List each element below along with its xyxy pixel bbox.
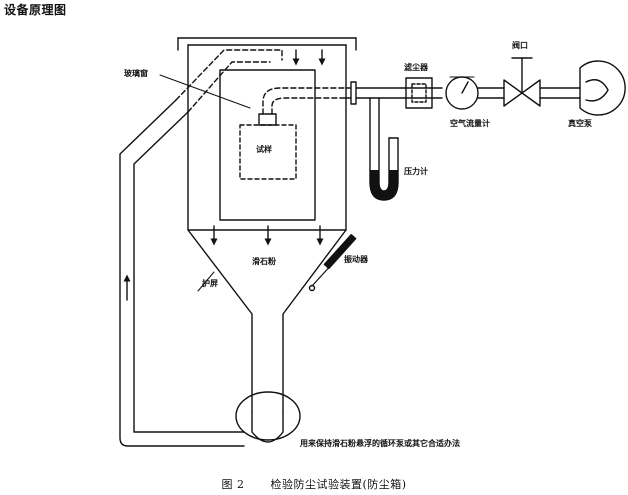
dust-filter [405,77,433,109]
inner-return-duct [175,49,283,113]
label-valve: 阀口 [512,41,528,50]
glass-window [219,69,316,221]
sample-suction-tube [262,87,347,115]
circulation-return-pipe [119,99,245,447]
label-vacuum-pump: 真空泵 [568,119,592,128]
valve [503,57,541,107]
figure-caption: 图 2 检验防尘试验装置(防尘箱) [0,476,628,492]
label-pressure-gauge: 压力计 [404,167,428,176]
vibrator-device [308,233,357,292]
page-title: 设备原理图 [4,3,67,17]
label-air-flow-meter: 空气流量计 [450,119,490,128]
vacuum-pump [579,60,626,116]
circulation-pump [235,391,301,443]
chamber-top-flange [177,37,357,51]
label-guard-screen: 护屏 [202,279,218,288]
air-flow-meter [445,76,479,110]
label-talc-powder: 滑石粉 [252,257,276,266]
label-glass-window: 玻璃窗 [124,69,148,78]
dust-chamber-body [187,44,347,413]
label-dust-filter: 滤尘器 [404,63,428,72]
figure-number: 图 2 [221,478,245,491]
label-vibrator: 振动器 [344,255,368,264]
figure-title: 检验防尘试验装置(防尘箱) [270,478,407,491]
label-circulation-pump: 用来保持滑石粉悬浮的循环泵或其它合适办法 [300,439,460,448]
sample-top-fitting [258,113,277,126]
label-sample: 试样 [256,145,272,154]
pressure-gauge [369,97,399,201]
suction-line [345,81,581,105]
